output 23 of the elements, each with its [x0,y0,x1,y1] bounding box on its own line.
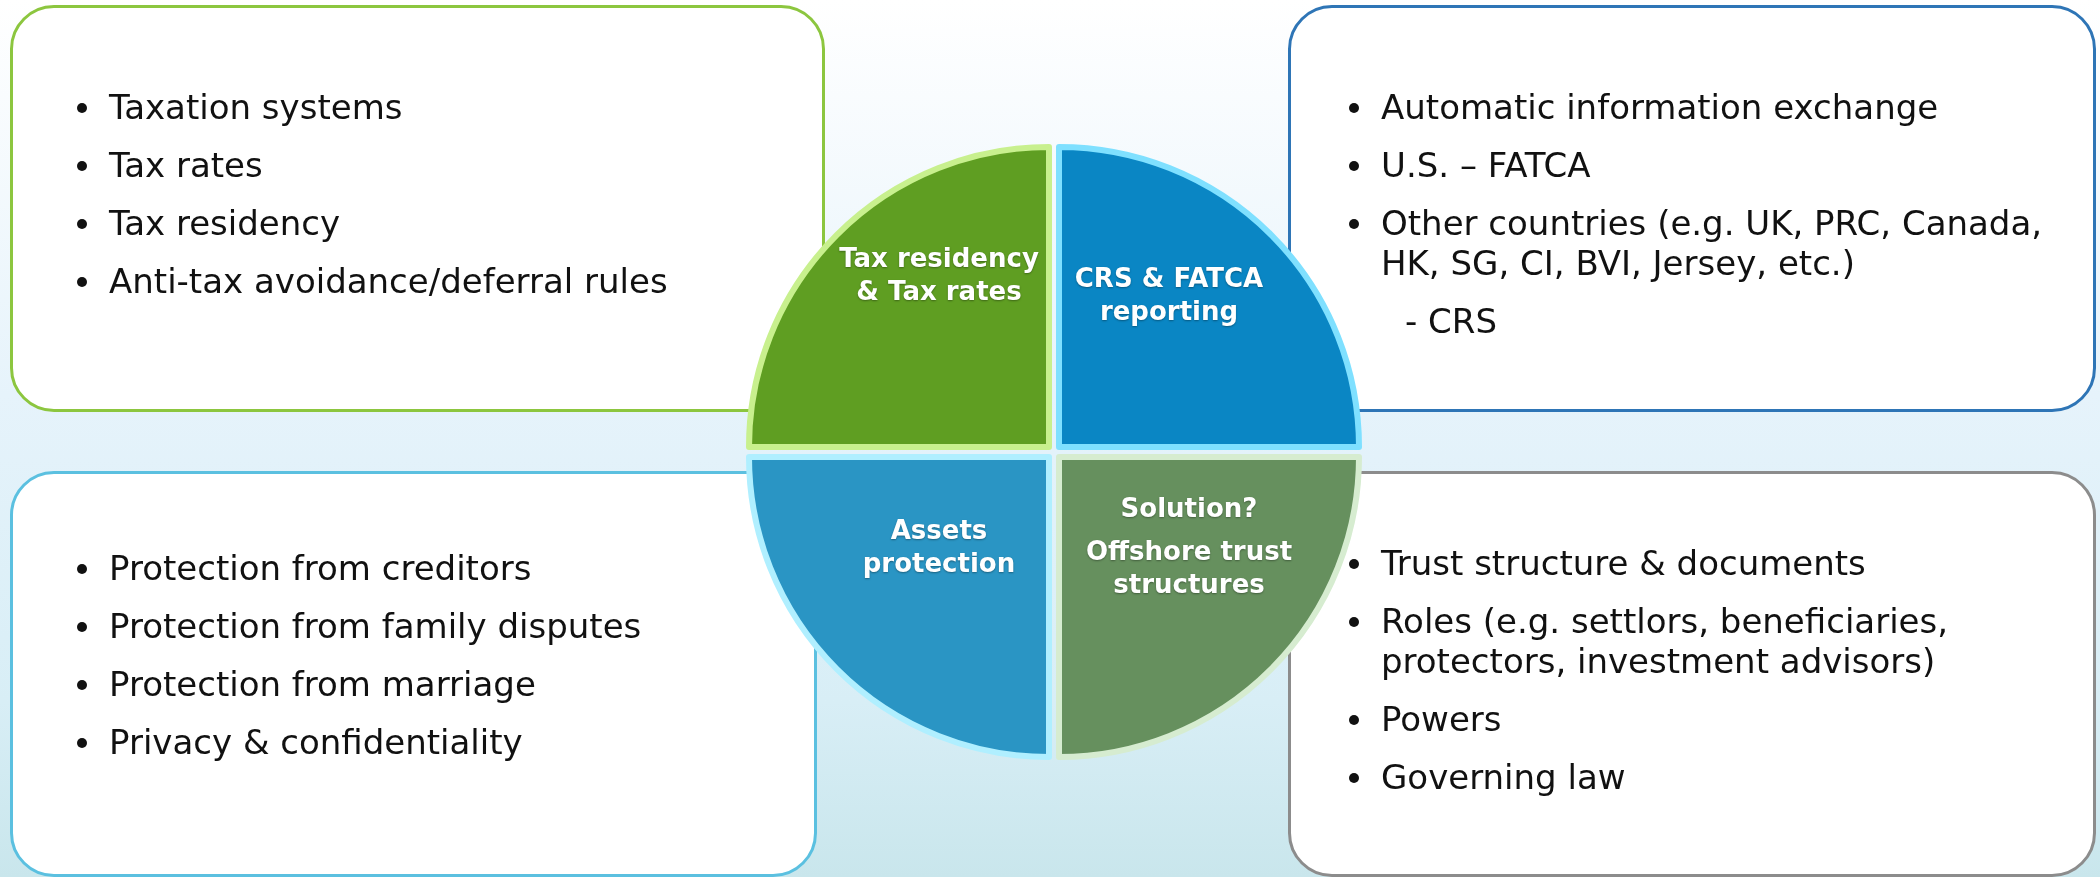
quadrant-label: Solution? [1119,492,1259,525]
bullet-item: Governing law [1345,757,2075,797]
bullet-item: U.S. – FATCA [1345,145,2075,185]
text-card [10,471,817,877]
bullet-item: Protection from marriage [73,664,793,704]
quadrant-label: Offshore trust structures [1084,535,1294,601]
bullet-item: Roles (e.g. settlors, beneficiaries, protectors, investment advisors) [1345,601,2075,681]
quadrant-label: CRS & FATCA reporting [1073,262,1265,328]
quadrant-label: Assets protection [861,514,1017,580]
text-card [1288,5,2096,412]
bullet-item: Automatic information exchange [1345,87,2075,127]
bullet-item: Privacy & confidentiality [73,722,793,762]
bullet-item: Taxation systems [73,87,793,127]
bullet-item: Tax rates [73,145,793,185]
quadrant-label: Tax residency & Tax rates [839,242,1039,308]
bullet-item: Anti-tax avoidance/deferral rules [73,261,793,301]
sub-item-text: - CRS [1404,301,1499,341]
bullet-item: Protection from family disputes [73,606,793,646]
bullet-item: Trust structure & documents [1345,543,2075,583]
bullet-item: Tax residency [73,203,793,243]
text-card [10,5,825,412]
bullet-item: Other countries (e.g. UK, PRC, Canada, HK, SG, CI, BVI, Jersey, etc.) [1345,203,2075,283]
bullet-item: Powers [1345,699,2075,739]
